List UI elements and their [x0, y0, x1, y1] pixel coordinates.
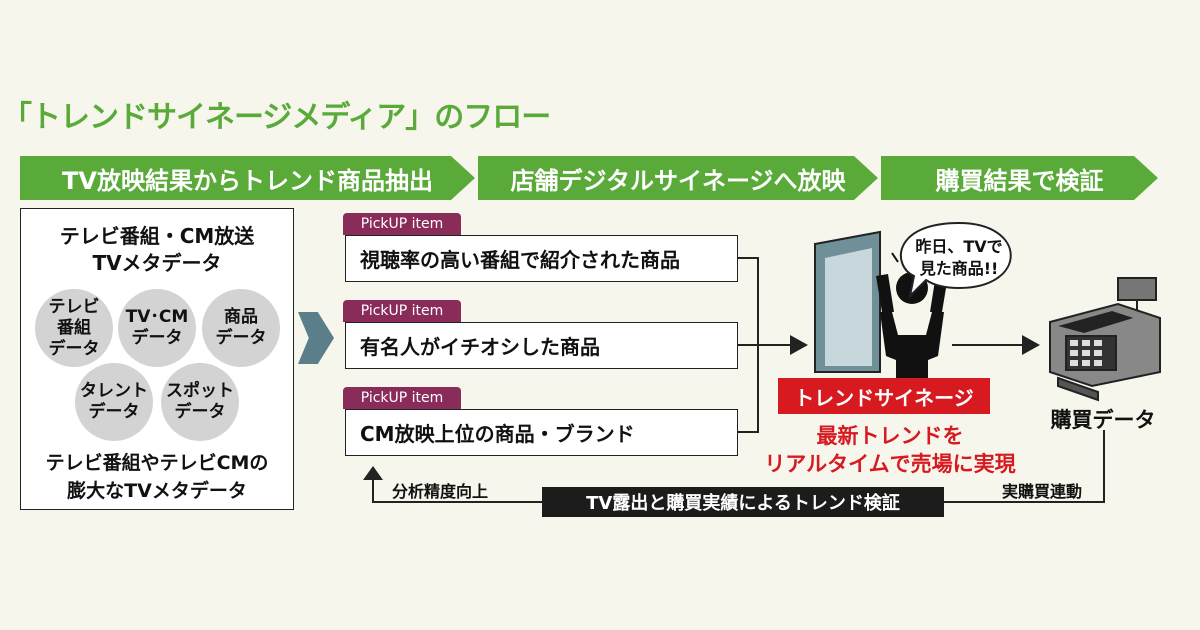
circle-product-data: 商品 データ	[202, 289, 280, 367]
step-band-verify: 購買結果で検証	[881, 156, 1158, 200]
feedback-bar: TV露出と購買実績によるトレンド検証	[542, 487, 944, 517]
tv-metadata-footer: テレビ番組やテレビCMの 膨大なTVメタデータ	[21, 449, 293, 505]
pickup-tag: PickUP item	[343, 300, 461, 322]
trend-signage-line2: リアルタイムで売場に実現	[764, 452, 1016, 476]
circle-tvcm-data: TV･CM データ	[118, 289, 196, 367]
step-band-extract: TV放映結果からトレンド商品抽出	[20, 156, 475, 200]
tv-metadata-footer-line1: テレビ番組やテレビCMの	[45, 452, 269, 474]
step-band-broadcast: 店舗デジタルサイネージへ放映	[478, 156, 878, 200]
trend-signage-label: トレンドサイネージ	[778, 378, 990, 414]
circle-program-data: テレビ 番組 データ	[35, 289, 113, 367]
pickup-item-celebrity: 有名人がイチオシした商品	[345, 322, 738, 369]
tv-metadata-title-line2: TVメタデータ	[92, 251, 222, 275]
cash-register-icon	[1049, 277, 1161, 402]
diagram-title: 「トレンドサイネージメディア」のフロー	[2, 100, 551, 135]
tv-metadata-title-line1: テレビ番組・CM放送	[59, 224, 255, 248]
trend-signage-line1: 最新トレンドを	[816, 424, 964, 448]
pickup-tag: PickUP item	[343, 387, 461, 409]
arrow-up-icon	[363, 466, 383, 480]
customer-speech-line1: 昨日、TVで	[915, 237, 1003, 256]
speech-bubble-icon	[900, 221, 1012, 300]
pickup-tag: PickUP item	[343, 213, 461, 235]
customer-speech-line2: 見た商品!!	[919, 259, 999, 278]
arrow-to-register-icon	[1022, 335, 1040, 355]
tv-metadata-footer-line2: 膨大なTVメタデータ	[67, 480, 247, 502]
pickup-item-ratings: 視聴率の高い番組で紹介された商品	[345, 235, 738, 282]
purchase-link-label: 実購買連動	[1002, 482, 1083, 501]
purchase-data-label: 購買データ	[1050, 408, 1156, 432]
pickup-item-cm-ranking: CM放映上位の商品・ブランド	[345, 409, 738, 456]
accuracy-label: 分析精度向上	[392, 482, 489, 501]
arrow-to-signage-icon	[790, 335, 808, 355]
signage-display-icon	[814, 230, 881, 373]
tv-metadata-box: テレビ番組・CM放送 TVメタデータ テレビ 番組 データ TV･CM データ …	[20, 208, 294, 510]
circle-talent-data: タレント データ	[75, 363, 153, 441]
tv-metadata-title: テレビ番組・CM放送 TVメタデータ	[21, 223, 293, 277]
circle-spot-data: スポット データ	[161, 363, 239, 441]
trend-signage-description: 最新トレンドを リアルタイムで売場に実現	[745, 422, 1035, 478]
customer-speech: 昨日、TVで 見た商品!!	[894, 236, 1024, 280]
